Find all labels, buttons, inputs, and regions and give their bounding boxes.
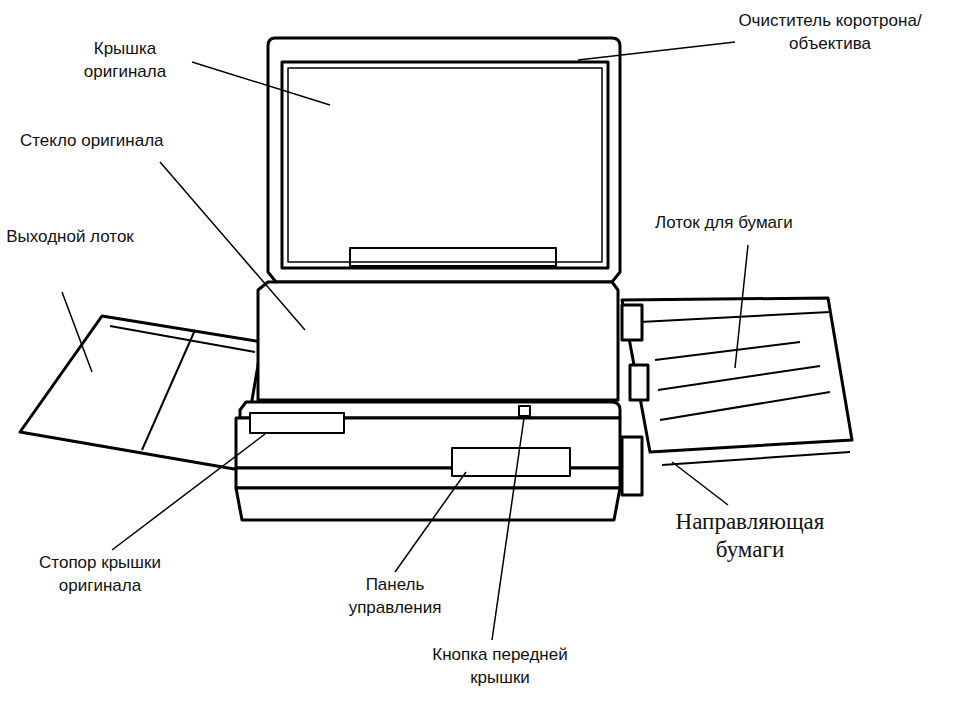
part-label: Направляющая бумаги [645, 508, 855, 563]
part-label: Стекло оригинала [20, 130, 260, 153]
part-label: Лоток для бумаги [655, 212, 885, 235]
part-label: Крышка оригинала [55, 38, 195, 84]
part-label: Очиститель коротрона/объектива [715, 10, 945, 56]
part-label: Кнопка передней крышки [420, 644, 580, 690]
part-label: Выходной лоток [5, 226, 135, 249]
part-label: Стопор крышки оригинала [10, 552, 190, 598]
leader-lines [62, 42, 748, 640]
part-label: Панель управления [325, 574, 465, 620]
